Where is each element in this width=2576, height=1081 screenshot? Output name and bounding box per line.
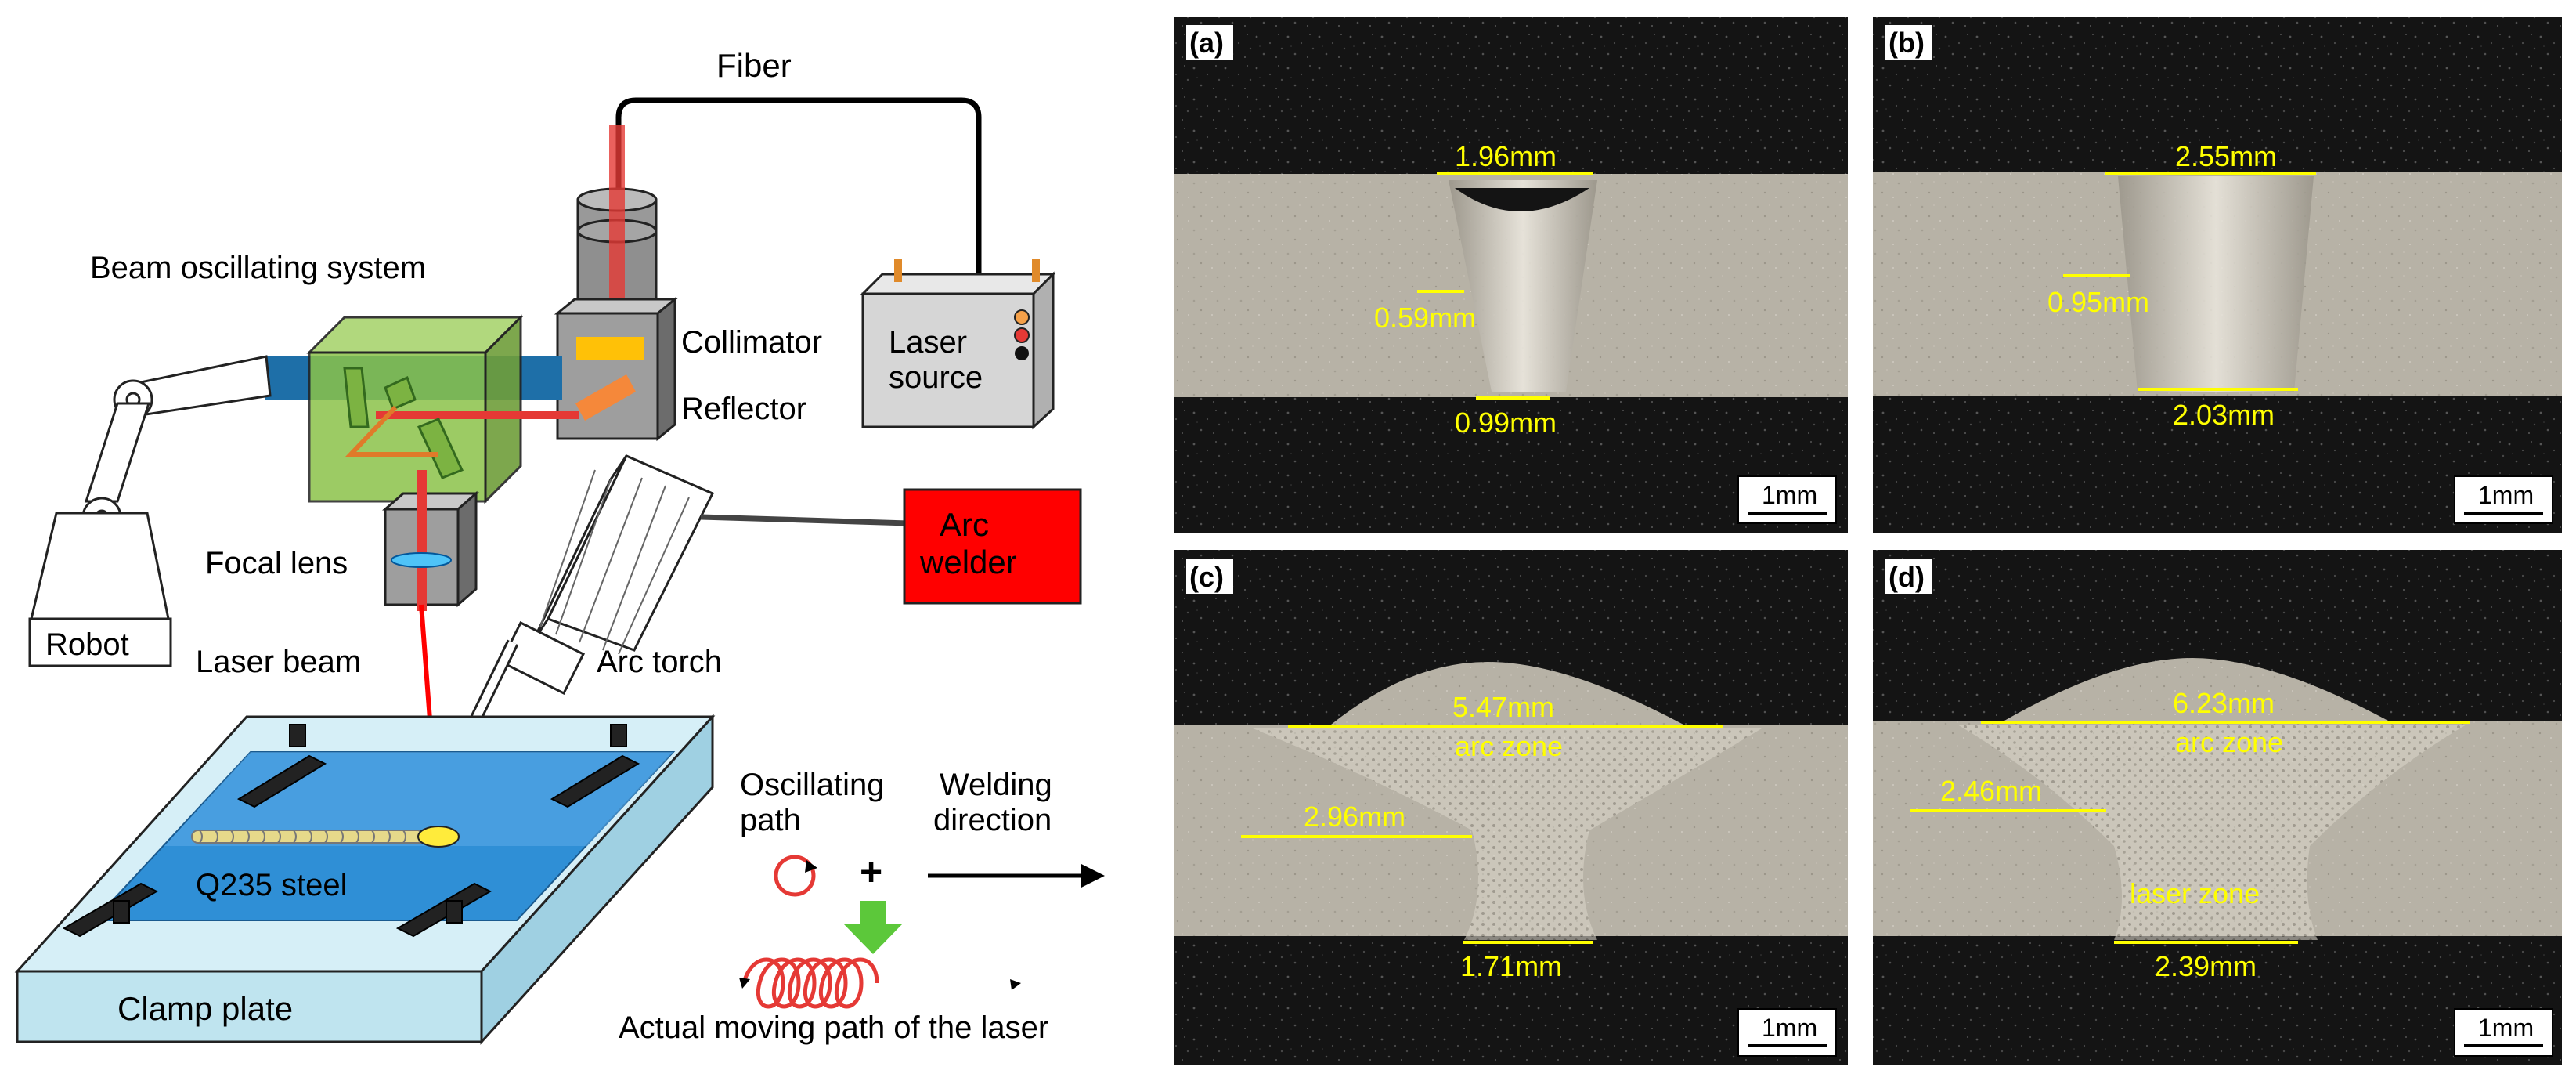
panel-d-tag: (d) xyxy=(1889,561,1925,593)
panel-a-scale: 1mm xyxy=(1762,481,1817,509)
oscillation-circle-icon xyxy=(774,855,816,897)
spiral-path xyxy=(741,957,879,1009)
panel-d-scale: 1mm xyxy=(2478,1014,2534,1042)
fiber-cable xyxy=(615,97,982,282)
reflector-label: Reflector xyxy=(681,392,806,426)
panel-c-side-width: 2.96mm xyxy=(1304,801,1405,833)
panel-a-tag: (a) xyxy=(1189,27,1224,59)
micrograph-panel-c: (c) 5.47mm arc zone 2.96mm 1.71mm 1mm xyxy=(1174,550,1848,1065)
micrograph-panel-a: (a) 1.96mm 0.59mm 0.99mm 1mm xyxy=(1174,17,1848,533)
panel-a-side-width: 0.59mm xyxy=(1374,302,1476,334)
collimator-lens xyxy=(576,337,644,360)
spiral-end-arrow-icon xyxy=(1010,979,1021,990)
laser-beam-label: Laser beam xyxy=(196,645,361,679)
laser-source-label-2: source xyxy=(889,360,983,395)
panel-b-tag: (b) xyxy=(1889,27,1925,59)
panel-d-top-width: 6.23mm xyxy=(2173,687,2275,719)
arc-welder-label-1: Arc xyxy=(940,506,989,543)
panel-a-bottom-width: 0.99mm xyxy=(1455,407,1557,439)
reflector-mirror xyxy=(575,374,636,421)
welding-direction-label-1: Welding xyxy=(940,768,1052,802)
panel-b-bottom-width: 2.03mm xyxy=(2173,399,2275,431)
oscillator-box xyxy=(306,314,579,504)
collimator-head xyxy=(576,125,658,307)
panel-b-scale: 1mm xyxy=(2478,481,2534,509)
panel-c-scale: 1mm xyxy=(1762,1014,1817,1042)
fiber-label: Fiber xyxy=(716,47,792,84)
collimator-label: Collimator xyxy=(681,325,822,360)
welder-cable xyxy=(700,514,909,526)
micrograph-panel-d: (d) 6.23mm arc zone 2.46mm laser zone 2.… xyxy=(1873,550,2562,1065)
actual-path-label: Actual moving path of the laser xyxy=(619,1010,1048,1045)
micrograph-panel-b: (b) 2.55mm 0.95mm 2.03mm 1mm xyxy=(1873,17,2562,533)
panel-c-top-width: 5.47mm xyxy=(1452,691,1554,723)
panel-c-tag: (c) xyxy=(1189,561,1224,593)
laser-source xyxy=(860,258,1056,430)
focal-lens-box xyxy=(381,470,480,611)
collimator-box xyxy=(554,296,679,442)
green-down-arrow-icon xyxy=(844,901,902,954)
robot-arm xyxy=(30,355,272,620)
panel-c-arc-zone: arc zone xyxy=(1455,730,1563,762)
clamp-plate-label: Clamp plate xyxy=(117,990,293,1027)
panel-a-top-width: 1.96mm xyxy=(1455,140,1557,172)
arc-welder-box xyxy=(903,488,1082,605)
panel-d-bottom-width: 2.39mm xyxy=(2155,950,2257,982)
steel-label: Q235 steel xyxy=(196,868,347,902)
arc-torch-label: Arc torch xyxy=(597,645,722,679)
oscillation-arrowhead-icon xyxy=(805,860,817,873)
spiral-start-arrow-icon xyxy=(739,978,750,989)
panel-d-side-width: 2.46mm xyxy=(1940,775,2042,807)
panel-d-arc-zone: arc zone xyxy=(2175,726,2283,758)
panel-c-bottom-width: 1.71mm xyxy=(1460,950,1562,982)
panel-b-top-width: 2.55mm xyxy=(2175,140,2277,172)
focal-lens-label: Focal lens xyxy=(205,546,348,580)
oscillating-path-label-1: Oscillating xyxy=(740,768,885,802)
schematic: Fiber Collimator Reflector xyxy=(14,47,1105,1045)
plus-sign: + xyxy=(860,850,882,894)
weld-bead xyxy=(191,826,460,848)
panel-b-side-width: 0.95mm xyxy=(2047,286,2149,318)
arc-welder-label-2: welder xyxy=(919,544,1017,580)
laser-source-label-1: Laser xyxy=(889,325,967,360)
welding-direction-label-2: direction xyxy=(933,803,1052,837)
robot-label-box xyxy=(28,617,172,667)
oscillating-path-label-2: path xyxy=(740,803,801,837)
robot-label: Robot xyxy=(45,627,129,662)
clamps xyxy=(62,724,640,938)
panel-d-laser-zone: laser zone xyxy=(2130,877,2260,909)
beam-oscillating-system-label: Beam oscillating system xyxy=(90,251,426,285)
